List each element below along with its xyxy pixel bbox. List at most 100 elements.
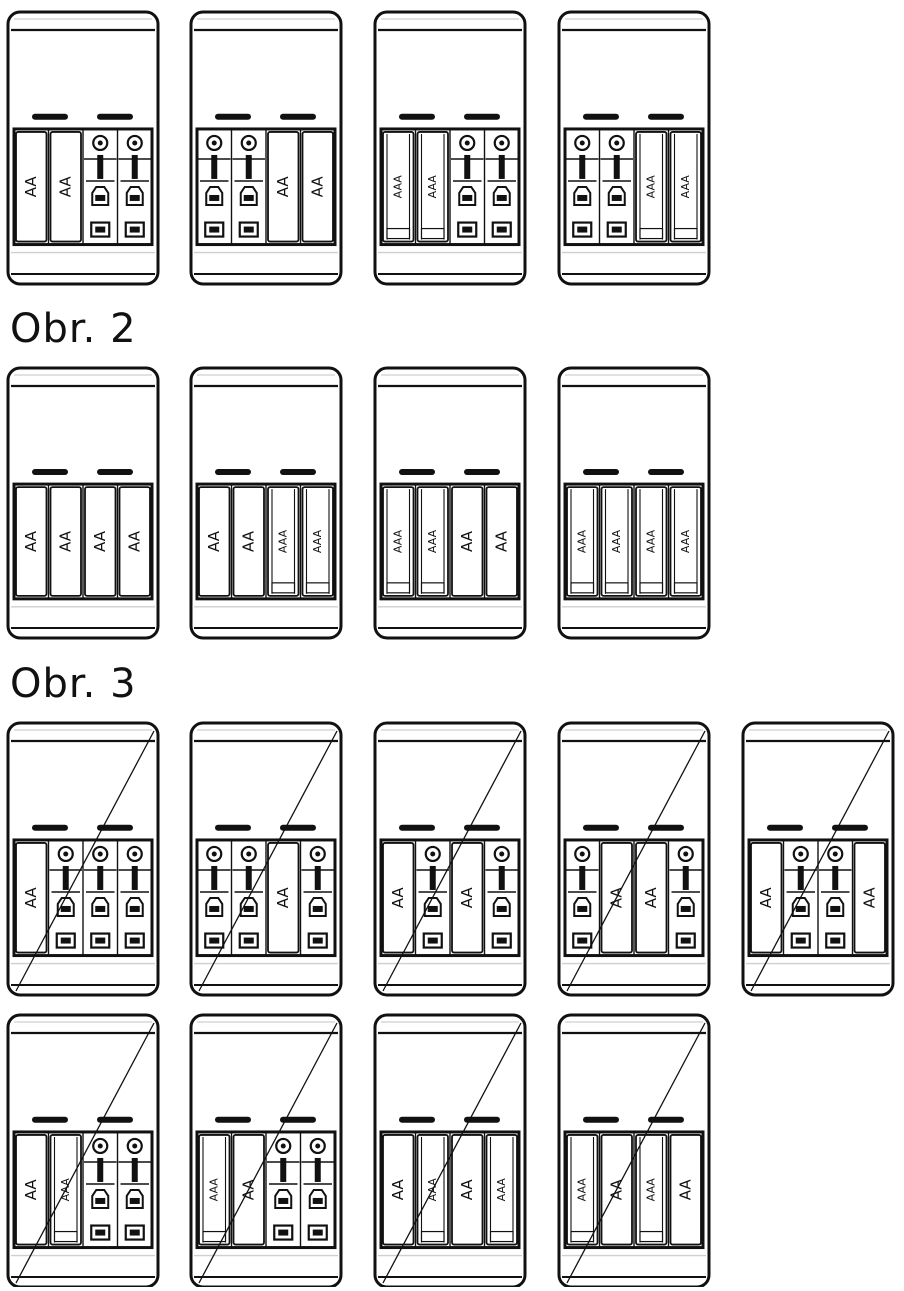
figure-label-obr-2: Obr. 2: [10, 306, 137, 352]
battery-slot-1: AA: [15, 842, 48, 954]
indicator-led: [97, 468, 133, 475]
battery-type-label: AAA: [392, 175, 405, 199]
battery-type-label: AA: [458, 887, 476, 909]
battery-type-label: AA: [57, 530, 75, 552]
indicator-led: [583, 468, 619, 475]
battery-type-label: AA: [274, 176, 292, 198]
battery-slot-2: AA: [232, 486, 265, 597]
indicator-led: [583, 113, 619, 120]
strike-through-line: [198, 1022, 338, 1284]
strike-through-line: [382, 1022, 522, 1284]
indicator-led: [464, 468, 500, 475]
indicator-led: [464, 824, 500, 831]
battery-type-label: AA: [757, 887, 775, 909]
indicator-led: [32, 1116, 68, 1123]
battery-slot-2: AAA: [600, 486, 633, 597]
battery-slot-4: AA: [669, 1134, 702, 1246]
strike-through-line: [198, 730, 338, 992]
indicator-led: [832, 824, 868, 831]
indicator-led: [32, 113, 68, 120]
battery-slot-1: AA: [15, 1134, 48, 1246]
strike-through-line: [15, 1022, 155, 1284]
indicator-led: [32, 468, 68, 475]
battery-type-label: AA: [493, 530, 511, 552]
battery-slot-3: AA: [84, 486, 117, 597]
battery-type-label: AA: [91, 530, 109, 552]
indicator-led: [32, 824, 68, 831]
battery-type-label: AAA: [208, 1178, 221, 1202]
battery-type-label: AA: [126, 530, 144, 552]
battery-type-label: AAA: [495, 1178, 508, 1202]
battery-type-label: AAA: [392, 529, 405, 553]
battery-type-label: AAA: [426, 529, 439, 553]
battery-type-label: AA: [240, 530, 258, 552]
battery-type-label: AA: [677, 1179, 695, 1201]
battery-type-label: AA: [458, 530, 476, 552]
indicator-led: [280, 113, 316, 120]
strike-through-line: [750, 730, 890, 992]
battery-slot-1: AAA: [382, 486, 415, 597]
battery-slot-4: AA: [485, 486, 518, 597]
battery-type-label: AA: [57, 176, 75, 198]
battery-slot-4: AAA: [669, 131, 702, 243]
battery-slot-1: AAA: [566, 486, 599, 597]
strike-through-line: [15, 730, 155, 992]
indicator-led: [399, 113, 435, 120]
indicator-led: [97, 113, 133, 120]
battery-type-label: AAA: [679, 175, 692, 199]
battery-type-label: AA: [22, 887, 40, 909]
indicator-led: [97, 1116, 133, 1123]
battery-slot-1: AA: [382, 842, 415, 954]
battery-type-label: AA: [389, 1179, 407, 1201]
figure-label-obr-3: Obr. 3: [10, 661, 137, 707]
battery-type-label: AAA: [576, 1178, 589, 1202]
indicator-led: [280, 1116, 316, 1123]
battery-slot-4: AAA: [669, 486, 702, 597]
battery-slot-2: AA: [49, 131, 82, 243]
battery-type-label: AAA: [645, 1178, 658, 1202]
indicator-led: [215, 468, 251, 475]
battery-slot-3: AA: [451, 842, 484, 954]
battery-type-label: AAA: [645, 529, 658, 553]
indicator-led: [583, 824, 619, 831]
group-obr2-charger-1: AA AA AA AA: [6, 366, 160, 640]
indicator-led: [215, 824, 251, 831]
battery-type-label: AA: [274, 887, 292, 909]
strike-through-line: [382, 730, 522, 992]
indicator-led: [648, 113, 684, 120]
indicator-led: [648, 1116, 684, 1123]
indicator-led: [464, 1116, 500, 1123]
group-obr3-row1-charger-5: AA AA: [741, 721, 895, 997]
battery-type-label: AA: [22, 176, 40, 198]
battery-type-label: AA: [642, 887, 660, 909]
battery-slot-4: AA: [118, 486, 151, 597]
battery-slot-1: AAA: [382, 131, 415, 243]
strike-through-line: [566, 1022, 706, 1284]
battery-type-label: AA: [861, 887, 879, 909]
battery-type-label: AA: [22, 530, 40, 552]
battery-slot-3: AAA: [267, 486, 300, 597]
group-1-charger-4: AAA AAA: [557, 10, 711, 286]
group-1-charger-2: AA AA: [189, 10, 343, 286]
battery-slot-3: AAA: [635, 131, 668, 243]
indicator-led: [399, 824, 435, 831]
battery-slot-3: AA: [451, 1134, 484, 1246]
battery-slot-3: AAA: [635, 1134, 668, 1246]
battery-slot-3: AA: [267, 842, 300, 954]
group-obr3-row1-charger-3: AA AA: [373, 721, 527, 997]
indicator-led: [215, 1116, 251, 1123]
indicator-led: [280, 824, 316, 831]
battery-slot-4: AA: [301, 131, 334, 243]
battery-slot-2: AAA: [416, 131, 449, 243]
indicator-led: [464, 113, 500, 120]
